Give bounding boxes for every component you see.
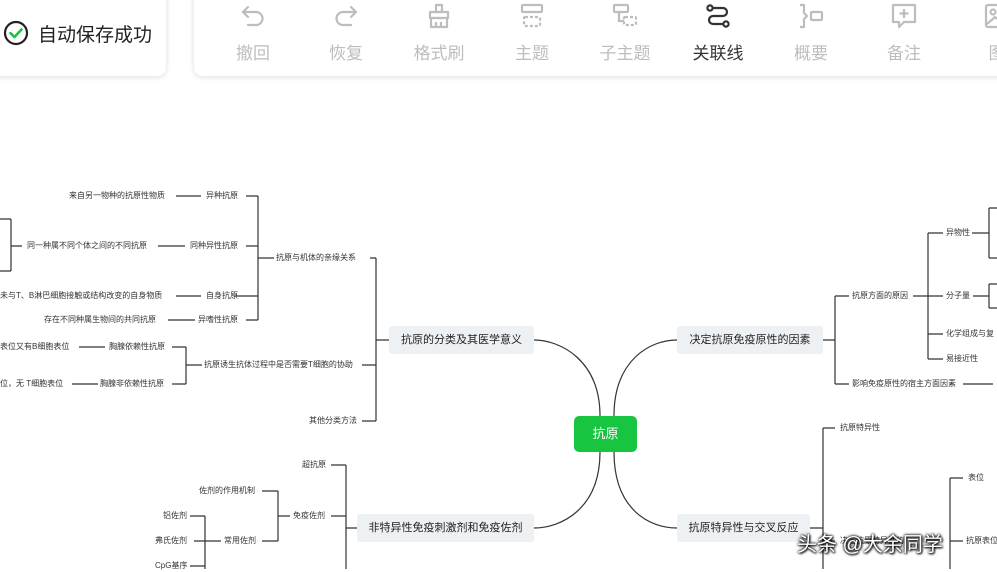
summary-button[interactable]: 概要 <box>766 2 856 63</box>
relation-line-button[interactable]: 关联线 <box>673 2 763 63</box>
format-brush-label: 格式刷 <box>413 44 465 63</box>
node-alloantigen-desc[interactable]: 同一种属不同个体之间的不同抗原 <box>27 241 147 250</box>
image-button[interactable]: 图 <box>952 2 997 64</box>
topic-factors[interactable]: 决定抗原免疫原性的因素 <box>677 326 823 354</box>
node-antigen-specificity[interactable]: 抗原特异性 <box>840 423 880 432</box>
node-epitope[interactable]: 表位 <box>968 473 984 482</box>
check-circle-icon <box>3 20 29 51</box>
image-icon <box>952 2 997 30</box>
undo-label: 撤回 <box>236 44 270 63</box>
subtopic-label: 子主题 <box>599 44 651 63</box>
node-relation[interactable]: 抗原与机体的亲缘关系 <box>276 253 356 262</box>
note-label: 备注 <box>887 44 921 63</box>
redo-icon <box>301 2 391 30</box>
node-superantigen[interactable]: 超抗原 <box>302 460 326 469</box>
node-molecular-weight[interactable]: 分子量 <box>946 291 970 300</box>
node-ti-antigen-desc[interactable]: 位，无 T细胞表位 <box>0 379 64 388</box>
node-adjuvant-mechanism[interactable]: 佐剂的作用机制 <box>199 486 255 495</box>
relation-line-icon <box>673 2 763 30</box>
topic-button[interactable]: 主题 <box>487 2 577 63</box>
note-icon <box>859 2 949 30</box>
node-autoantigen[interactable]: 自身抗原 <box>206 291 238 300</box>
node-chemical-composition[interactable]: 化学组成与复 <box>946 329 994 338</box>
node-other-methods[interactable]: 其他分类方法 <box>309 416 357 425</box>
undo-icon <box>208 2 298 30</box>
node-td-antigen-desc[interactable]: 表位又有B细胞表位 <box>0 342 70 351</box>
node-xenogeneic-desc[interactable]: 来自另一物种的抗原性物质 <box>69 191 165 200</box>
node-accessibility[interactable]: 易接近性 <box>946 354 978 363</box>
subtopic-button[interactable]: 子主题 <box>580 2 670 63</box>
node-adjuvant[interactable]: 免疫佐剂 <box>293 511 325 520</box>
node-heterophile[interactable]: 异嗜性抗原 <box>198 315 238 324</box>
node-freund-adjuvant[interactable]: 弗氏佐剂 <box>155 536 187 545</box>
format-brush-icon <box>394 2 484 30</box>
topic-label: 主题 <box>515 44 549 63</box>
node-cpg-motif[interactable]: CpG基序 <box>155 561 188 570</box>
format-brush-button[interactable]: 格式刷 <box>394 2 484 63</box>
node-alloantigen[interactable]: 同种异性抗原 <box>190 241 238 250</box>
summary-icon <box>766 2 856 30</box>
watermark: 头条 @大余同学 <box>797 534 943 556</box>
subtopic-icon <box>580 2 670 30</box>
node-ti-antigen[interactable]: 胸腺非依赖性抗原 <box>100 379 164 388</box>
note-button[interactable]: 备注 <box>859 2 949 63</box>
node-specificity-determinant[interactable]: 决定抗原特异性的 <box>840 536 904 545</box>
node-host-side[interactable]: 影响免疫原性的宿主方面因素 <box>852 379 956 388</box>
node-autoantigen-desc[interactable]: 未与T、B淋巴细胞接触或结构改变的自身物质 <box>0 291 163 300</box>
node-foreignness[interactable]: 异物性 <box>946 228 970 237</box>
redo-label: 恢复 <box>329 44 363 63</box>
topic-specificity[interactable]: 抗原特异性与交叉反应 <box>677 514 810 542</box>
redo-button[interactable]: 恢复 <box>301 2 391 63</box>
topic-classification[interactable]: 抗原的分类及其医学意义 <box>389 326 534 354</box>
node-aluminum-adjuvant[interactable]: 铝佐剂 <box>163 511 187 520</box>
node-antigen-side[interactable]: 抗原方面的原因 <box>852 291 908 300</box>
topic-icon <box>487 2 577 30</box>
undo-button[interactable]: 撤回 <box>208 2 298 63</box>
node-heterophile-desc[interactable]: 存在不同种属生物间的共同抗原 <box>44 315 156 324</box>
node-common-adjuvant[interactable]: 常用佐剂 <box>224 536 256 545</box>
node-tcell[interactable]: 抗原诱生抗体过程中是否需要T细胞的协助 <box>204 360 353 369</box>
node-epitope-partial[interactable]: 抗原表位 <box>966 536 997 545</box>
topic-nonspecific[interactable]: 非特异性免疫刺激剂和免疫佐剂 <box>357 514 534 542</box>
summary-label: 概要 <box>794 44 828 63</box>
node-xenogeneic[interactable]: 异种抗原 <box>206 191 238 200</box>
relation-line-label: 关联线 <box>692 44 744 63</box>
image-label: 图 <box>952 39 997 64</box>
autosave-text: 自动保存成功 <box>38 25 153 46</box>
mindmap-root[interactable]: 抗原 <box>574 416 637 452</box>
autosave-toast: 自动保存成功 <box>0 0 166 76</box>
toolbar: 撤回 恢复 格式刷 主题 子主题 关联线 概要 备注 图 <box>194 0 997 76</box>
node-td-antigen[interactable]: 胸腺依赖性抗原 <box>109 342 165 351</box>
